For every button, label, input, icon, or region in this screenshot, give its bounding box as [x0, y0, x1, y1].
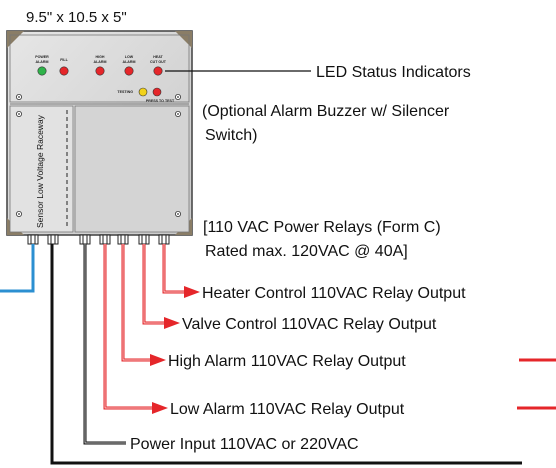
enclosure: Sensor Low Voltage Raceway POWER ALARM F…	[6, 30, 193, 236]
test-button[interactable]	[152, 87, 162, 97]
gland-valve	[138, 234, 150, 245]
screw-icon	[15, 94, 22, 101]
led-label: ALARM	[94, 60, 107, 64]
arrow-icon	[152, 402, 168, 414]
raceway-section	[9, 105, 74, 233]
testing-label: TESTING	[117, 90, 133, 94]
arrow-icon	[184, 286, 200, 298]
power-cable-outer	[50, 244, 522, 465]
high-alarm-wire	[121, 244, 152, 362]
led-icon	[153, 66, 163, 76]
led-high-alarm: HIGH ALARM	[94, 55, 107, 76]
gland-high-alarm	[117, 234, 129, 245]
led-heat-cut-out: HEAT CUT OUT	[150, 55, 167, 76]
cable-glands	[27, 234, 170, 245]
high-alarm-output-label: High Alarm 110VAC Relay Output	[168, 353, 406, 370]
valve-output-label: Valve Control 110VAC Relay Output	[182, 316, 437, 333]
relays-callout-line1: [110 VAC Power Relays (Form C)	[203, 219, 441, 236]
led-label: FILL	[60, 58, 68, 62]
led-label: ALARM	[36, 60, 49, 64]
gland-low-alarm	[99, 234, 111, 245]
sensor-wire	[0, 244, 35, 293]
led-label: HEAT	[153, 55, 163, 59]
relays-callout-line2: Rated max. 120VAC @ 40A]	[205, 243, 408, 260]
screw-icon	[174, 111, 181, 118]
gland-heater	[158, 234, 170, 245]
led-label: POWER	[35, 55, 49, 59]
low-alarm-wire	[103, 244, 155, 410]
arrow-icon	[164, 317, 180, 329]
valve-wire	[142, 244, 164, 325]
screw-icon	[15, 210, 22, 217]
heater-wire	[162, 244, 184, 294]
low-alarm-output-label: Low Alarm 110VAC Relay Output	[170, 401, 405, 418]
led-status-callout: LED Status Indicators	[316, 64, 471, 81]
screw-icon	[174, 210, 181, 217]
led-icon	[59, 66, 69, 76]
wire-highlights	[84, 244, 184, 444]
led-label: ALARM	[123, 60, 136, 64]
dimensions-label: 9.5" x 10.5 x 5"	[26, 9, 127, 26]
buzzer-callout-line2: Switch)	[205, 127, 257, 144]
gland-sensor	[27, 234, 39, 245]
led-label: CUT OUT	[150, 60, 167, 64]
led-power-alarm: POWER ALARM	[35, 55, 49, 76]
led-label: HIGH	[96, 55, 105, 59]
gland-power	[47, 234, 59, 245]
led-icon	[95, 66, 105, 76]
screw-icon	[174, 94, 181, 101]
power-input-label: Power Input 110VAC or 220VAC	[130, 436, 359, 453]
gland-power-in	[79, 234, 91, 245]
screw-icon	[15, 111, 22, 118]
heater-output-label: Heater Control 110VAC Relay Output	[202, 285, 466, 302]
relay-section	[74, 105, 190, 233]
testing-led-icon	[138, 87, 148, 97]
relay-wires	[103, 244, 184, 410]
buzzer-callout-line1: (Optional Alarm Buzzer w/ Silencer	[202, 103, 450, 120]
arrow-icon	[150, 354, 166, 366]
indicator-section	[9, 34, 190, 103]
led-fill: FILL	[59, 58, 69, 76]
press-to-test-label: PRESS TO TEST	[146, 99, 175, 103]
raceway-label: Sensor Low Voltage Raceway	[35, 114, 45, 228]
led-label: LOW	[125, 55, 134, 59]
led-icon	[124, 66, 134, 76]
led-low-alarm: LOW ALARM	[123, 55, 136, 76]
led-icon	[37, 66, 47, 76]
